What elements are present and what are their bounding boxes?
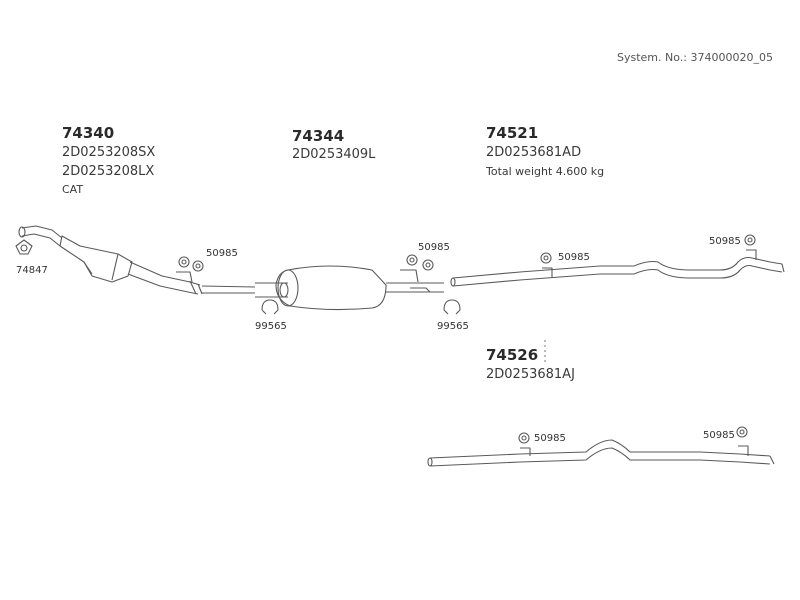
clamp-a <box>261 299 279 315</box>
label-hanger-50985-e: 50985 <box>534 433 566 444</box>
note-total-weight: Total weight 4.600 kg <box>486 165 605 178</box>
code-2D0253681AJ: 2D0253681AJ <box>486 367 575 382</box>
label-hanger-50985-a: 50985 <box>206 248 238 259</box>
rear-pipe-74521 <box>450 256 785 287</box>
part-number-74526: 74526 <box>486 346 539 364</box>
code-2D0253208LX: 2D0253208LX <box>62 164 155 179</box>
note-cat: CAT <box>62 183 84 196</box>
hanger-mount-d <box>744 234 757 260</box>
label-gasket-74847: 74847 <box>16 265 48 276</box>
code-2D0253208SX: 2D0253208SX <box>62 145 156 160</box>
system-number: System. No.: 374000020_05 <box>617 51 773 64</box>
label-hanger-50985-f: 50985 <box>703 430 735 441</box>
gasket-74847 <box>15 239 33 255</box>
code-2D0253681AD: 2D0253681AD <box>486 145 582 160</box>
label-hanger-50985-d: 50985 <box>709 236 741 247</box>
rubber-mount-group <box>176 234 757 456</box>
part-number-74521: 74521 <box>486 124 539 142</box>
label-clamp-99565-b: 99565 <box>437 321 469 332</box>
hanger-mount-c <box>540 252 553 278</box>
hanger-mount-b <box>400 254 434 293</box>
clamp-b <box>443 299 461 315</box>
code-2D0253409L: 2D0253409L <box>292 147 376 162</box>
part-number-74344: 74344 <box>292 127 345 145</box>
rear-pipe-74526 <box>427 439 775 467</box>
label-clamp-99565-a: 99565 <box>255 321 287 332</box>
hanger-mount-e <box>518 432 531 456</box>
label-hanger-50985-b: 50985 <box>418 242 450 253</box>
part-number-74340: 74340 <box>62 124 115 142</box>
label-hanger-50985-c: 50985 <box>558 252 590 263</box>
middle-silencer <box>255 265 444 311</box>
hanger-mount-f <box>736 426 749 456</box>
front-pipe-with-catalyst <box>18 225 256 295</box>
hanger-mount-a <box>176 256 204 283</box>
